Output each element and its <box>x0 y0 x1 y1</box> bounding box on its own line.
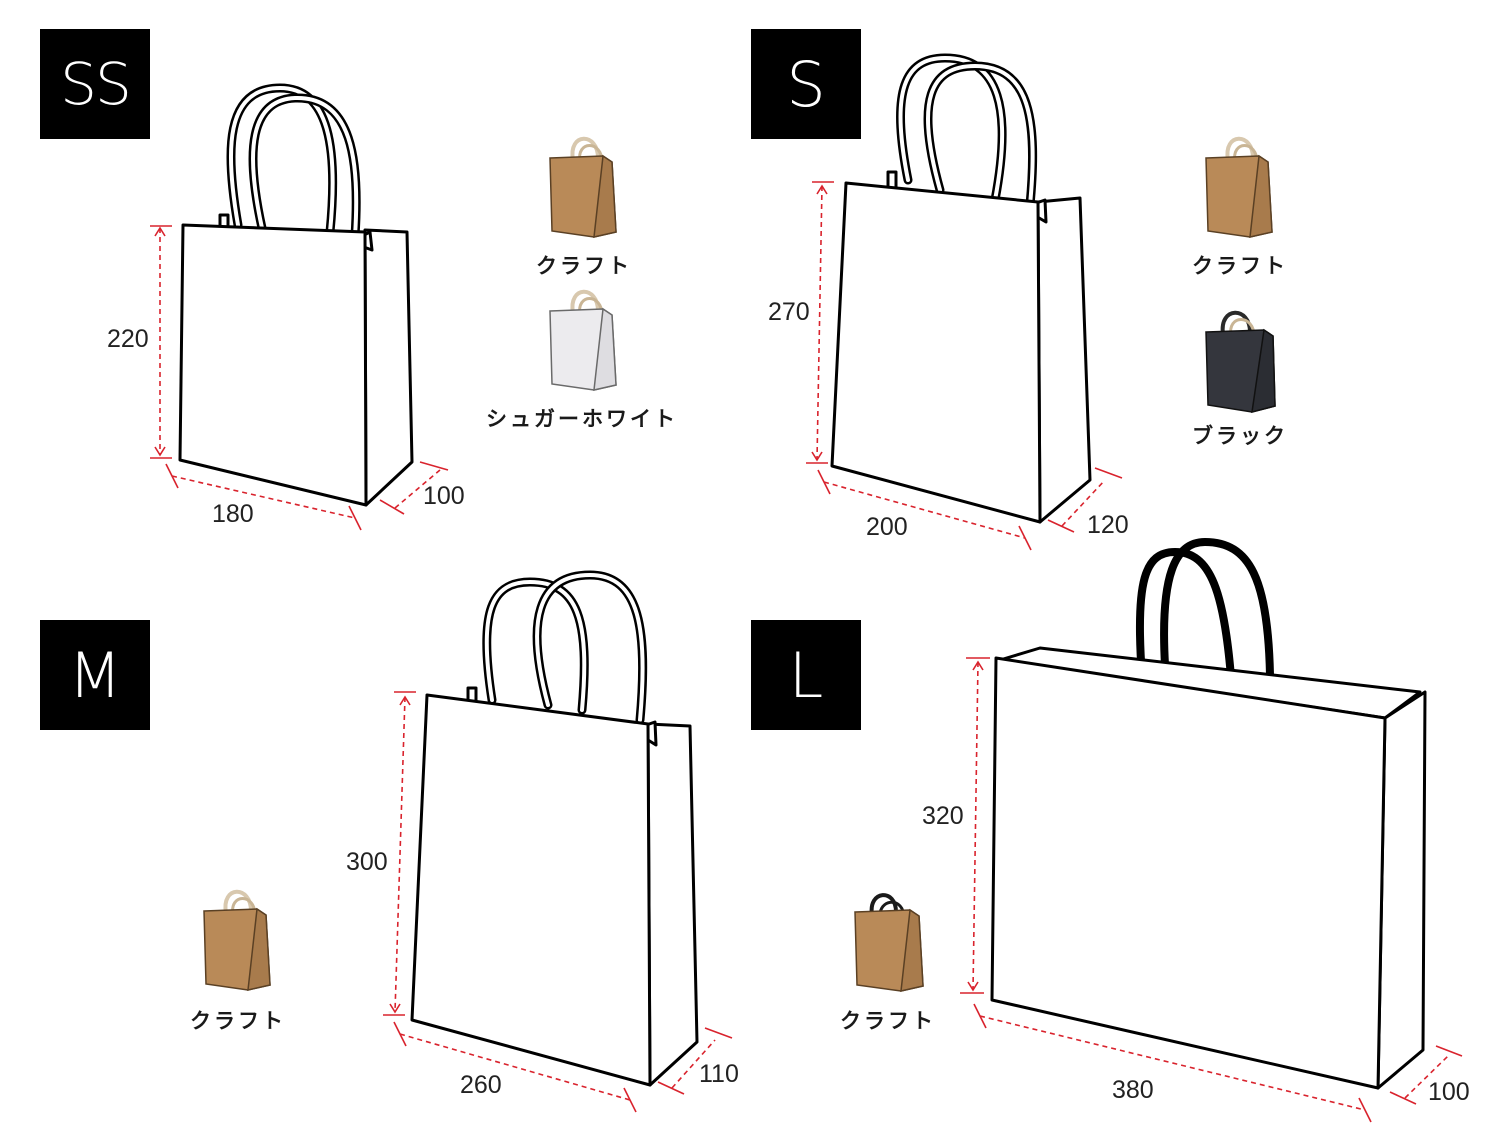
bag-diagram-s <box>830 53 1092 524</box>
variant-swatch-s-kraft <box>1205 136 1273 238</box>
dim-height-l: 320 <box>922 802 964 830</box>
dim-height-s: 270 <box>768 298 810 326</box>
variant-label-l-0: クラフト <box>840 1009 936 1033</box>
dimension-lines-l <box>960 657 1463 1123</box>
dim-width-l: 380 <box>1112 1076 1154 1104</box>
dim-width-s: 200 <box>866 513 908 541</box>
variant-swatch-s-black <box>1205 310 1276 414</box>
variant-label-ss-0: クラフト <box>536 254 632 278</box>
variant-swatch-ss-kraft <box>549 136 617 238</box>
dim-depth-s: 120 <box>1087 511 1129 539</box>
bag-diagram-ss <box>178 83 414 507</box>
variant-label-ss-1: シュガーホワイト <box>486 407 678 431</box>
dimension-lines-m <box>383 691 733 1113</box>
variant-label-s-1: ブラック <box>1192 424 1288 448</box>
size-badge-ss: SS <box>40 29 150 139</box>
dim-depth-l: 100 <box>1428 1078 1470 1106</box>
dim-height-ss: 220 <box>107 325 149 353</box>
variant-swatch-m-kraft <box>203 889 271 991</box>
dim-height-m: 300 <box>346 848 388 876</box>
variant-label-m-0: クラフト <box>190 1009 286 1033</box>
size-badge-s: S <box>751 29 861 139</box>
dim-depth-ss: 100 <box>423 482 465 510</box>
dim-width-m: 260 <box>460 1071 502 1099</box>
bag-diagram-m <box>410 570 699 1087</box>
variant-label-s-0: クラフト <box>1192 254 1288 278</box>
size-badge-m: M <box>40 620 150 730</box>
dim-width-ss: 180 <box>212 500 254 528</box>
variant-swatch-l-kraft <box>854 893 924 992</box>
size-badge-l: L <box>751 620 861 730</box>
dimension-lines-ss <box>150 225 449 531</box>
dim-depth-m: 110 <box>699 1060 739 1088</box>
bag-diagram-l <box>990 537 1427 1090</box>
dimension-lines-s <box>806 181 1123 551</box>
variant-swatch-ss-white <box>549 289 617 391</box>
